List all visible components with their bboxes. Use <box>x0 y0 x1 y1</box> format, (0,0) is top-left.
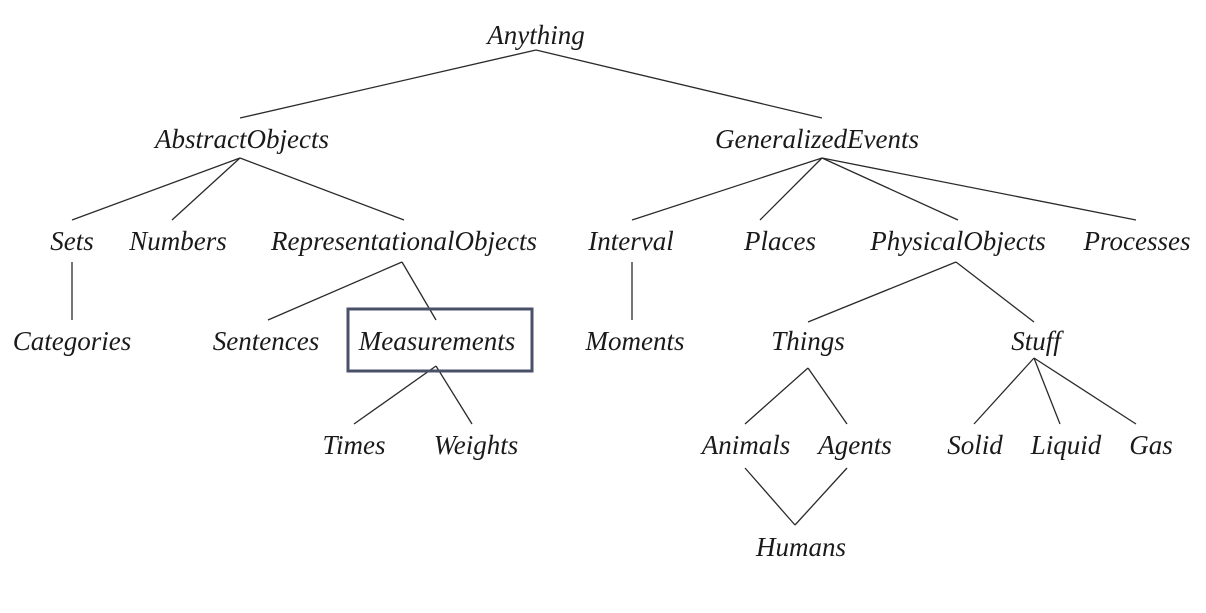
edge-agents-humans <box>794 467 848 526</box>
edge-physicalobjects-stuff <box>955 261 1035 323</box>
edge-measurements-weights <box>435 365 473 425</box>
node-animals: Animals <box>700 430 791 460</box>
node-humans: Humans <box>755 532 846 562</box>
node-times: Times <box>322 430 385 460</box>
edge-generalizedevents-interval <box>631 157 823 221</box>
node-representational-objects: RepresentationalObjects <box>270 226 537 256</box>
edge-representationalobjects-measurements <box>401 261 437 321</box>
edge-anything-abstractobjects <box>239 49 537 119</box>
edge-generalizedevents-processes <box>821 157 1137 221</box>
edge-generalizedevents-physicalobjects <box>821 157 959 221</box>
node-abstract-objects: AbstractObjects <box>153 124 329 154</box>
node-stuff: Stuff <box>1011 326 1064 356</box>
edge-abstractobjects-sets <box>71 157 241 221</box>
node-solid: Solid <box>947 430 1003 460</box>
node-physical-objects: PhysicalObjects <box>869 226 1045 256</box>
node-generalized-events: GeneralizedEvents <box>715 124 919 154</box>
node-gas: Gas <box>1129 430 1173 460</box>
node-anything: Anything <box>485 20 584 50</box>
node-things: Things <box>771 326 845 356</box>
nodes: Anything AbstractObjects GeneralizedEven… <box>13 20 1191 562</box>
edge-stuff-solid <box>973 357 1035 425</box>
node-weights: Weights <box>434 430 519 460</box>
edge-abstractobjects-representationalobjects <box>239 157 405 221</box>
node-sets: Sets <box>50 226 94 256</box>
node-liquid: Liquid <box>1030 430 1102 460</box>
edge-physicalobjects-things <box>807 261 957 323</box>
edge-representationalobjects-sentences <box>267 261 403 321</box>
node-categories: Categories <box>13 326 132 356</box>
measurements-highlight-box <box>346 307 534 373</box>
edge-stuff-gas <box>1033 357 1137 425</box>
node-moments: Moments <box>585 326 685 356</box>
edge-measurements-times <box>353 365 437 425</box>
edge-things-agents <box>807 367 848 425</box>
edge-abstractobjects-numbers <box>171 157 241 221</box>
edge-generalizedevents-places <box>759 157 823 221</box>
node-measurements: Measurements <box>358 326 515 356</box>
edge-stuff-liquid <box>1033 357 1061 425</box>
node-agents: Agents <box>816 430 892 460</box>
node-interval: Interval <box>587 226 673 256</box>
node-numbers: Numbers <box>128 226 227 256</box>
edge-things-animals <box>744 367 809 425</box>
node-sentences: Sentences <box>213 326 319 356</box>
edge-anything-generalizedevents <box>535 49 823 119</box>
edges <box>71 49 1137 526</box>
edge-animals-humans <box>744 467 796 526</box>
node-places: Places <box>743 226 816 256</box>
node-processes: Processes <box>1083 226 1191 256</box>
